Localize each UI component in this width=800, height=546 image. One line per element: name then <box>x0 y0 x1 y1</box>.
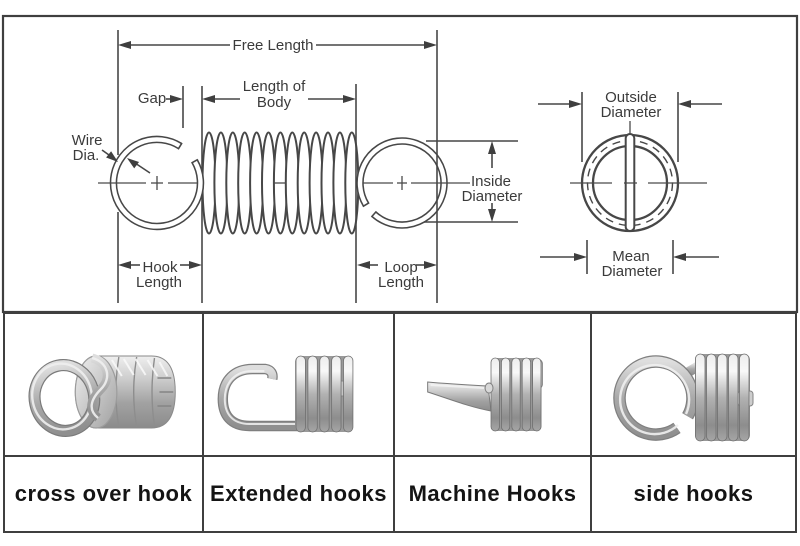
outside-diameter-label-line1: Outside <box>605 89 657 106</box>
wire-dia-label-line1: Wire <box>72 132 103 149</box>
mean-diameter-dimension: Mean Diameter <box>540 240 719 280</box>
table-cell <box>5 314 204 457</box>
spring-end-view <box>570 121 707 233</box>
loop-length-label-line2: Length <box>378 274 424 291</box>
centerlines <box>98 176 470 190</box>
outside-diameter-label-line2: Diameter <box>601 104 662 121</box>
loop-end-drawing <box>356 137 448 229</box>
mean-diameter-label-line2: Diameter <box>602 263 663 280</box>
hook-length-label-line1: Hook <box>142 259 178 276</box>
free-length-dimension: Free Length <box>118 37 437 54</box>
hook-end-drawing <box>109 135 205 231</box>
table-cell-label: side hooks <box>592 457 795 531</box>
hook-type-label: side hooks <box>633 481 754 506</box>
table-cell <box>592 314 795 457</box>
inside-diameter-label-line2: Diameter <box>462 188 523 205</box>
extended-hook-image <box>217 355 354 433</box>
length-of-body-label-line1: Length of <box>243 78 306 95</box>
side-hook-image <box>613 353 754 442</box>
hook-type-label: Extended hooks <box>210 481 387 506</box>
machine-hook-image <box>427 357 543 432</box>
outside-diameter-dimension: Outside Diameter <box>538 89 722 162</box>
wire-dia-callout: Wire Dia. <box>72 132 151 174</box>
gap-dimension: Gap <box>138 90 183 107</box>
table-cell <box>395 314 592 457</box>
hook-length-dimension: Hook Length <box>118 259 202 291</box>
table-cell-label: Extended hooks <box>204 457 395 531</box>
spring-body-coils <box>201 131 360 235</box>
length-of-body-dimension: Length of Body <box>202 78 356 111</box>
length-of-body-label-line2: Body <box>257 94 292 111</box>
hook-length-label-line2: Length <box>136 274 182 291</box>
gap-label: Gap <box>138 90 166 107</box>
table-cell <box>204 314 395 457</box>
table-cell-label: cross over hook <box>5 457 204 531</box>
table-cell-label: Machine Hooks <box>395 457 592 531</box>
mean-diameter-label-line1: Mean <box>612 248 650 265</box>
inside-diameter-dimension: Inside Diameter <box>424 140 523 223</box>
free-length-label: Free Length <box>233 37 314 54</box>
loop-length-dimension: Loop Length <box>357 259 437 291</box>
loop-length-label-line1: Loop <box>384 259 417 276</box>
hook-types-table: cross over hook Extended hooks Machine H… <box>3 312 797 533</box>
cross-over-hook-image <box>28 353 176 437</box>
hook-type-label: Machine Hooks <box>408 481 577 506</box>
hook-type-label: cross over hook <box>14 481 193 506</box>
spring-terminology-diagram: Free Length Gap Length of Body Wire Dia. <box>1 14 799 314</box>
inside-diameter-label-line1: Inside <box>471 173 511 190</box>
wire-dia-label-line2: Dia. <box>73 147 100 164</box>
